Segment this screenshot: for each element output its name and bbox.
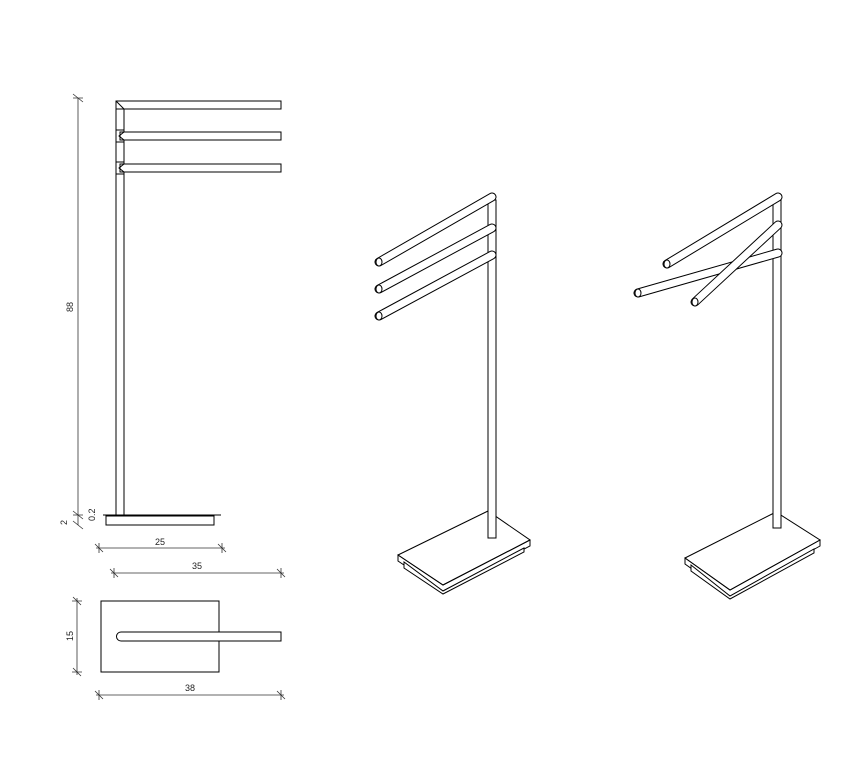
dim-25: 25 (155, 537, 165, 547)
front-elevation (103, 100, 282, 526)
dim-15: 15 (65, 631, 75, 641)
dim-38: 38 (185, 683, 195, 693)
pole (115, 100, 125, 516)
dim-2: 2 (59, 520, 69, 525)
arm-middle (119, 131, 282, 141)
dimension-lines: 88 2 0.2 25 35 15 38 (59, 93, 286, 700)
dim-0-2: 0.2 (87, 508, 97, 521)
arm-top-view (116, 631, 282, 642)
isometric-view-arms-swiveled (633, 192, 821, 600)
pole (772, 197, 782, 529)
isometric-view-arms-parallel (374, 192, 531, 595)
arm-top (115, 100, 282, 110)
arm-bottom (119, 163, 282, 173)
dim-88: 88 (65, 302, 75, 312)
dim-35: 35 (192, 561, 202, 571)
base-block (105, 515, 215, 526)
top-view (100, 600, 282, 673)
